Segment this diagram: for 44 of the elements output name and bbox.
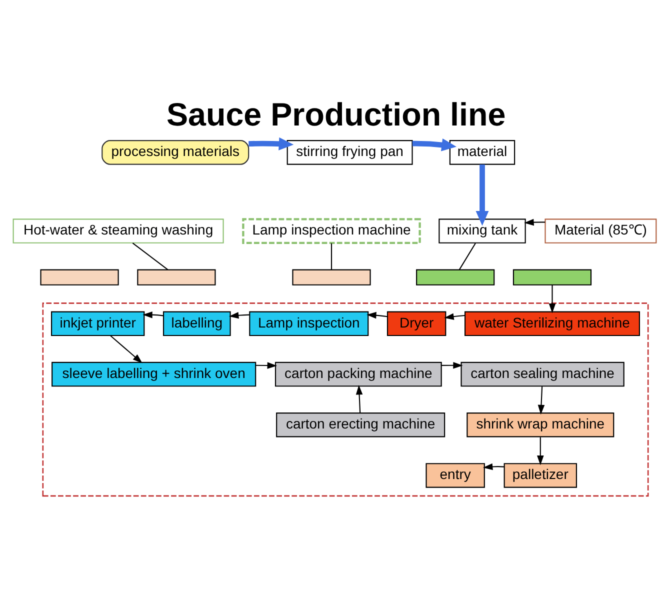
node-box [416,268,494,285]
arrow [536,436,544,465]
node-box: palletizer [503,462,576,488]
node-box: Hot-water & steaming washing [12,218,224,243]
node-box [40,268,118,285]
arrow [355,384,362,412]
connector [132,242,168,270]
node-box: Lamp inspection [248,310,368,336]
connector [330,242,332,270]
arrow [537,386,544,414]
node-box: labelling [162,310,230,336]
node-box: material [448,140,515,164]
node-box: inkjet printer [50,310,144,336]
arrow [440,361,462,368]
arrow [475,164,488,226]
arrow [524,218,545,226]
node-box [292,268,370,285]
node-box: carton packing machine [274,361,442,386]
arrow [366,311,388,318]
connector [458,242,476,270]
node-box: stirring frying pan [286,140,412,164]
arrow [228,311,250,318]
node-box: processing materials [101,140,249,164]
arrow [482,462,504,470]
arrow [110,334,142,363]
arrow [248,136,294,150]
node-box: water Sterilizing machine [464,310,640,336]
arrow [444,312,464,320]
node-box: mixing tank [438,218,526,243]
node-box: Dryer [386,310,446,336]
arrow [548,284,556,313]
node-box: Lamp inspection machine [242,218,420,244]
arrow [255,362,276,368]
node-box [136,268,216,285]
node-box: shrink wrap machine [466,412,614,437]
node-box: sleeve labelling + shrink oven [51,361,256,386]
arrow [142,310,163,318]
node-box: carton sealing machine [460,361,624,386]
diagram-title: Sauce Production line [166,96,506,132]
node-box [512,268,592,285]
node-box: entry [425,462,484,488]
node-box: carton erecting machine [276,412,445,437]
arrow [412,138,456,151]
node-box: Material (85℃) [544,218,656,243]
